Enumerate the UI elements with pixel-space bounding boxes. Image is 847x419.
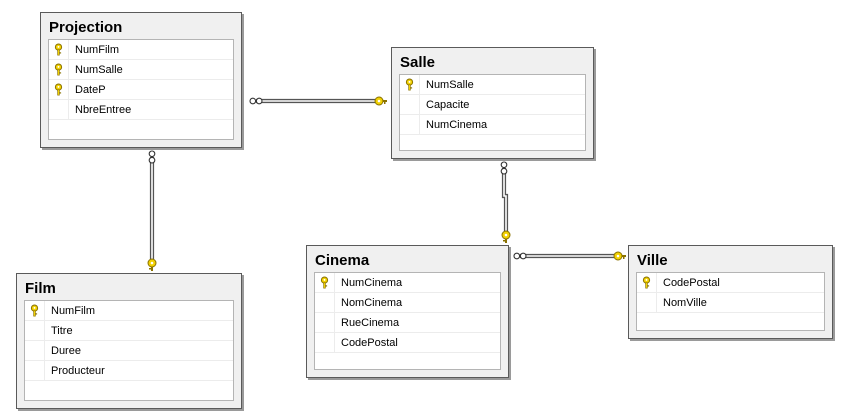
one-end-key-icon [501, 230, 511, 243]
column-row[interactable]: NumFilm [49, 40, 233, 60]
column-name: NumFilm [75, 43, 119, 56]
many-end-infinity-icon [148, 150, 156, 164]
column-row[interactable]: CodePostal [637, 273, 824, 293]
one-end-key-icon [147, 258, 157, 271]
column-name: NumCinema [341, 276, 403, 289]
column-selector-cell [25, 361, 45, 380]
column-selector-cell [49, 100, 69, 119]
one-end-key-icon [613, 251, 626, 261]
column-row[interactable]: NumFilm [25, 301, 233, 321]
column-row[interactable]: Capacite [400, 95, 585, 115]
column-row[interactable]: RueCinema [315, 313, 500, 333]
column-row[interactable]: DateP [49, 80, 233, 100]
primary-key-icon [25, 301, 45, 320]
column-selector-cell [400, 115, 420, 134]
column-selector-cell [315, 333, 335, 352]
column-name: Duree [51, 344, 81, 357]
column-row[interactable]: NumCinema [400, 115, 585, 135]
column-name: Capacite [426, 98, 470, 111]
column-name: DateP [75, 83, 106, 96]
primary-key-icon [315, 273, 335, 292]
primary-key-icon [49, 60, 69, 79]
table-title: Projection [49, 19, 123, 36]
column-selector-cell [315, 293, 335, 312]
primary-key-icon [49, 40, 69, 59]
many-end-infinity-icon [249, 97, 263, 105]
column-name: CodePostal [341, 336, 398, 349]
many-end-infinity-icon [513, 252, 527, 260]
table-title: Film [25, 280, 56, 297]
column-row[interactable]: NumSalle [400, 75, 585, 95]
primary-key-icon [637, 273, 657, 292]
column-name: NbreEntree [75, 103, 132, 116]
column-selector-cell [400, 95, 420, 114]
table-title: Ville [637, 252, 668, 269]
column-name: CodePostal [663, 276, 720, 289]
column-name: NomCinema [341, 296, 403, 309]
column-name: NomVille [663, 296, 707, 309]
one-end-key-icon [374, 96, 387, 106]
column-row[interactable]: NomCinema [315, 293, 500, 313]
column-name: NumCinema [426, 118, 488, 131]
column-row[interactable]: NbreEntree [49, 100, 233, 120]
column-row[interactable]: Duree [25, 341, 233, 361]
primary-key-icon [49, 80, 69, 99]
column-name: NumSalle [75, 63, 123, 76]
column-selector-cell [637, 293, 657, 312]
column-row[interactable]: NomVille [637, 293, 824, 313]
column-row[interactable]: CodePostal [315, 333, 500, 353]
column-selector-cell [25, 321, 45, 340]
column-row[interactable]: NumSalle [49, 60, 233, 80]
column-name: NumFilm [51, 304, 95, 317]
many-end-infinity-icon [500, 161, 508, 175]
table-title: Cinema [315, 252, 370, 269]
table-title: Salle [400, 54, 436, 71]
column-name: Titre [51, 324, 73, 337]
column-name: RueCinema [341, 316, 400, 329]
column-selector-cell [315, 313, 335, 332]
primary-key-icon [400, 75, 420, 94]
column-name: NumSalle [426, 78, 474, 91]
column-row[interactable]: Producteur [25, 361, 233, 381]
column-name: Producteur [51, 364, 105, 377]
column-row[interactable]: NumCinema [315, 273, 500, 293]
column-selector-cell [25, 341, 45, 360]
column-row[interactable]: Titre [25, 321, 233, 341]
